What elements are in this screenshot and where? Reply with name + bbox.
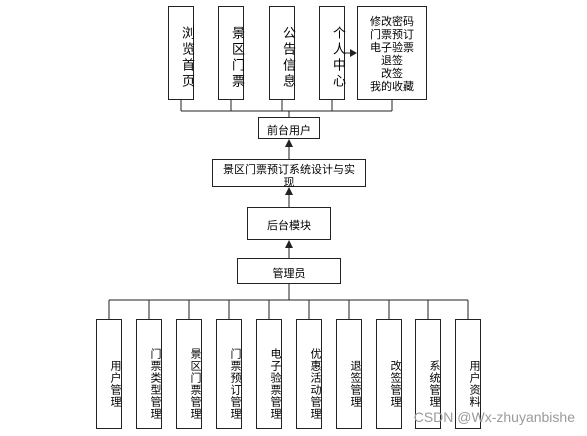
- personal-center-item: 退签: [381, 54, 403, 67]
- admin-module-e-ticket-check-management: 电子验票管理: [256, 319, 282, 429]
- admin-module-label: 优惠活动管理: [309, 348, 322, 420]
- backend-module-label: 后台模块: [267, 219, 311, 232]
- admin-module-label: 改签管理: [389, 360, 402, 408]
- admin-module-label: 系统管理: [428, 360, 441, 408]
- admin-module-user-management: 用户管理: [96, 319, 122, 429]
- admin-module-label: 退签管理: [349, 360, 362, 408]
- system-title-line1: 景区门票预订系统设计与实: [223, 163, 355, 176]
- admin-node: 管理员: [237, 258, 341, 284]
- front-user-label: 前台用户: [267, 124, 311, 137]
- admin-label: 管理员: [272, 267, 306, 280]
- admin-module-ticket-type-management: 门票类型管理: [136, 319, 162, 429]
- admin-module-scenic-ticket-management: 景区门票管理: [176, 319, 202, 429]
- front-module-label: 个人中心: [330, 26, 345, 90]
- admin-module-promotion-management: 优惠活动管理: [296, 319, 322, 429]
- admin-module-ticket-booking-management: 门票预订管理: [216, 319, 242, 429]
- personal-center-item: 改签: [381, 67, 403, 80]
- front-module-browse-home: 浏览首页: [168, 6, 194, 100]
- personal-center-item: 门票预订: [370, 28, 414, 41]
- personal-center-item: 修改密码: [370, 15, 414, 28]
- front-module-label: 景区门票: [229, 26, 244, 90]
- front-module-label: 浏览首页: [179, 26, 194, 90]
- personal-center-item: 电子验票: [370, 41, 414, 54]
- front-module-label: 公告信息: [280, 26, 295, 90]
- admin-module-rebooking-management: 改签管理: [376, 319, 402, 429]
- admin-module-label: 用户管理: [109, 360, 122, 408]
- front-module-personal-center: 个人中心: [319, 6, 345, 100]
- backend-module-node: 后台模块: [247, 207, 331, 240]
- system-title-line2: 现: [283, 176, 295, 189]
- front-module-scenic-tickets: 景区门票: [218, 6, 244, 100]
- watermark-text: CSDN @Wx-zhuyanbishe: [413, 409, 575, 425]
- admin-module-label: 门票预订管理: [229, 348, 242, 420]
- admin-module-label: 用户资料: [468, 360, 481, 408]
- personal-center-items-box: 修改密码 门票预订 电子验票 退签 改签 我的收藏: [357, 6, 427, 100]
- front-user-node: 前台用户: [258, 117, 320, 139]
- admin-module-system-management: 系统管理: [415, 319, 441, 429]
- system-title-node: 景区门票预订系统设计与实 现: [212, 159, 366, 189]
- admin-module-label: 景区门票管理: [189, 348, 202, 420]
- admin-module-label: 电子验票管理: [269, 348, 282, 420]
- admin-module-refund-management: 退签管理: [336, 319, 362, 429]
- front-module-announcements: 公告信息: [269, 6, 295, 100]
- admin-module-label: 门票类型管理: [149, 348, 162, 420]
- personal-center-item: 我的收藏: [370, 80, 414, 93]
- admin-module-user-profile: 用户资料: [455, 319, 481, 429]
